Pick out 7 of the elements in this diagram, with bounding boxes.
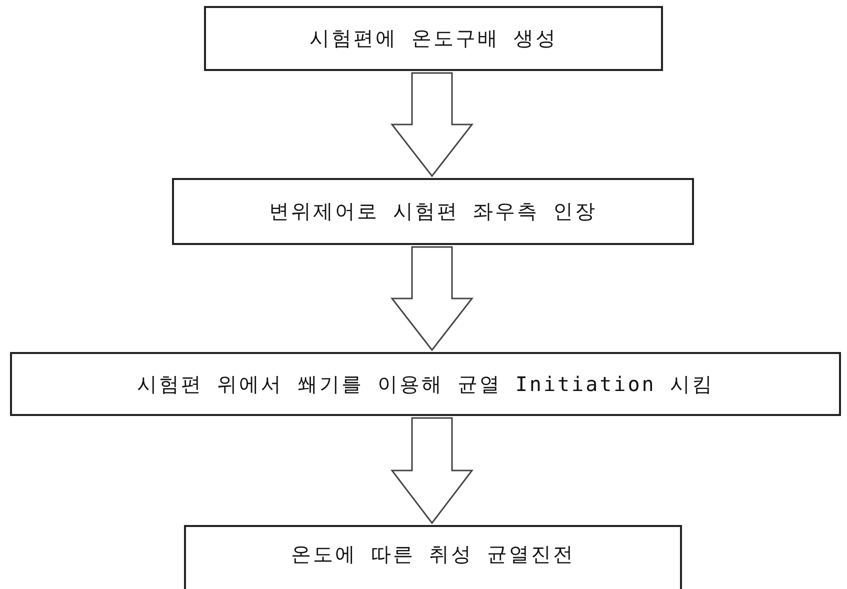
process-box: 시험편 위에서 쐐기를 이용해 균열 Initiation 시킴 bbox=[10, 352, 841, 416]
process-box: 변위제어로 시험편 좌우측 인장 bbox=[172, 178, 694, 245]
block-arrow bbox=[390, 72, 474, 178]
process-box: 온도에 따른 취성 균열진전 bbox=[184, 525, 682, 589]
process-box: 시험편에 온도구배 생성 bbox=[204, 6, 663, 71]
block-arrow bbox=[390, 417, 474, 524]
block-arrow bbox=[390, 246, 474, 352]
